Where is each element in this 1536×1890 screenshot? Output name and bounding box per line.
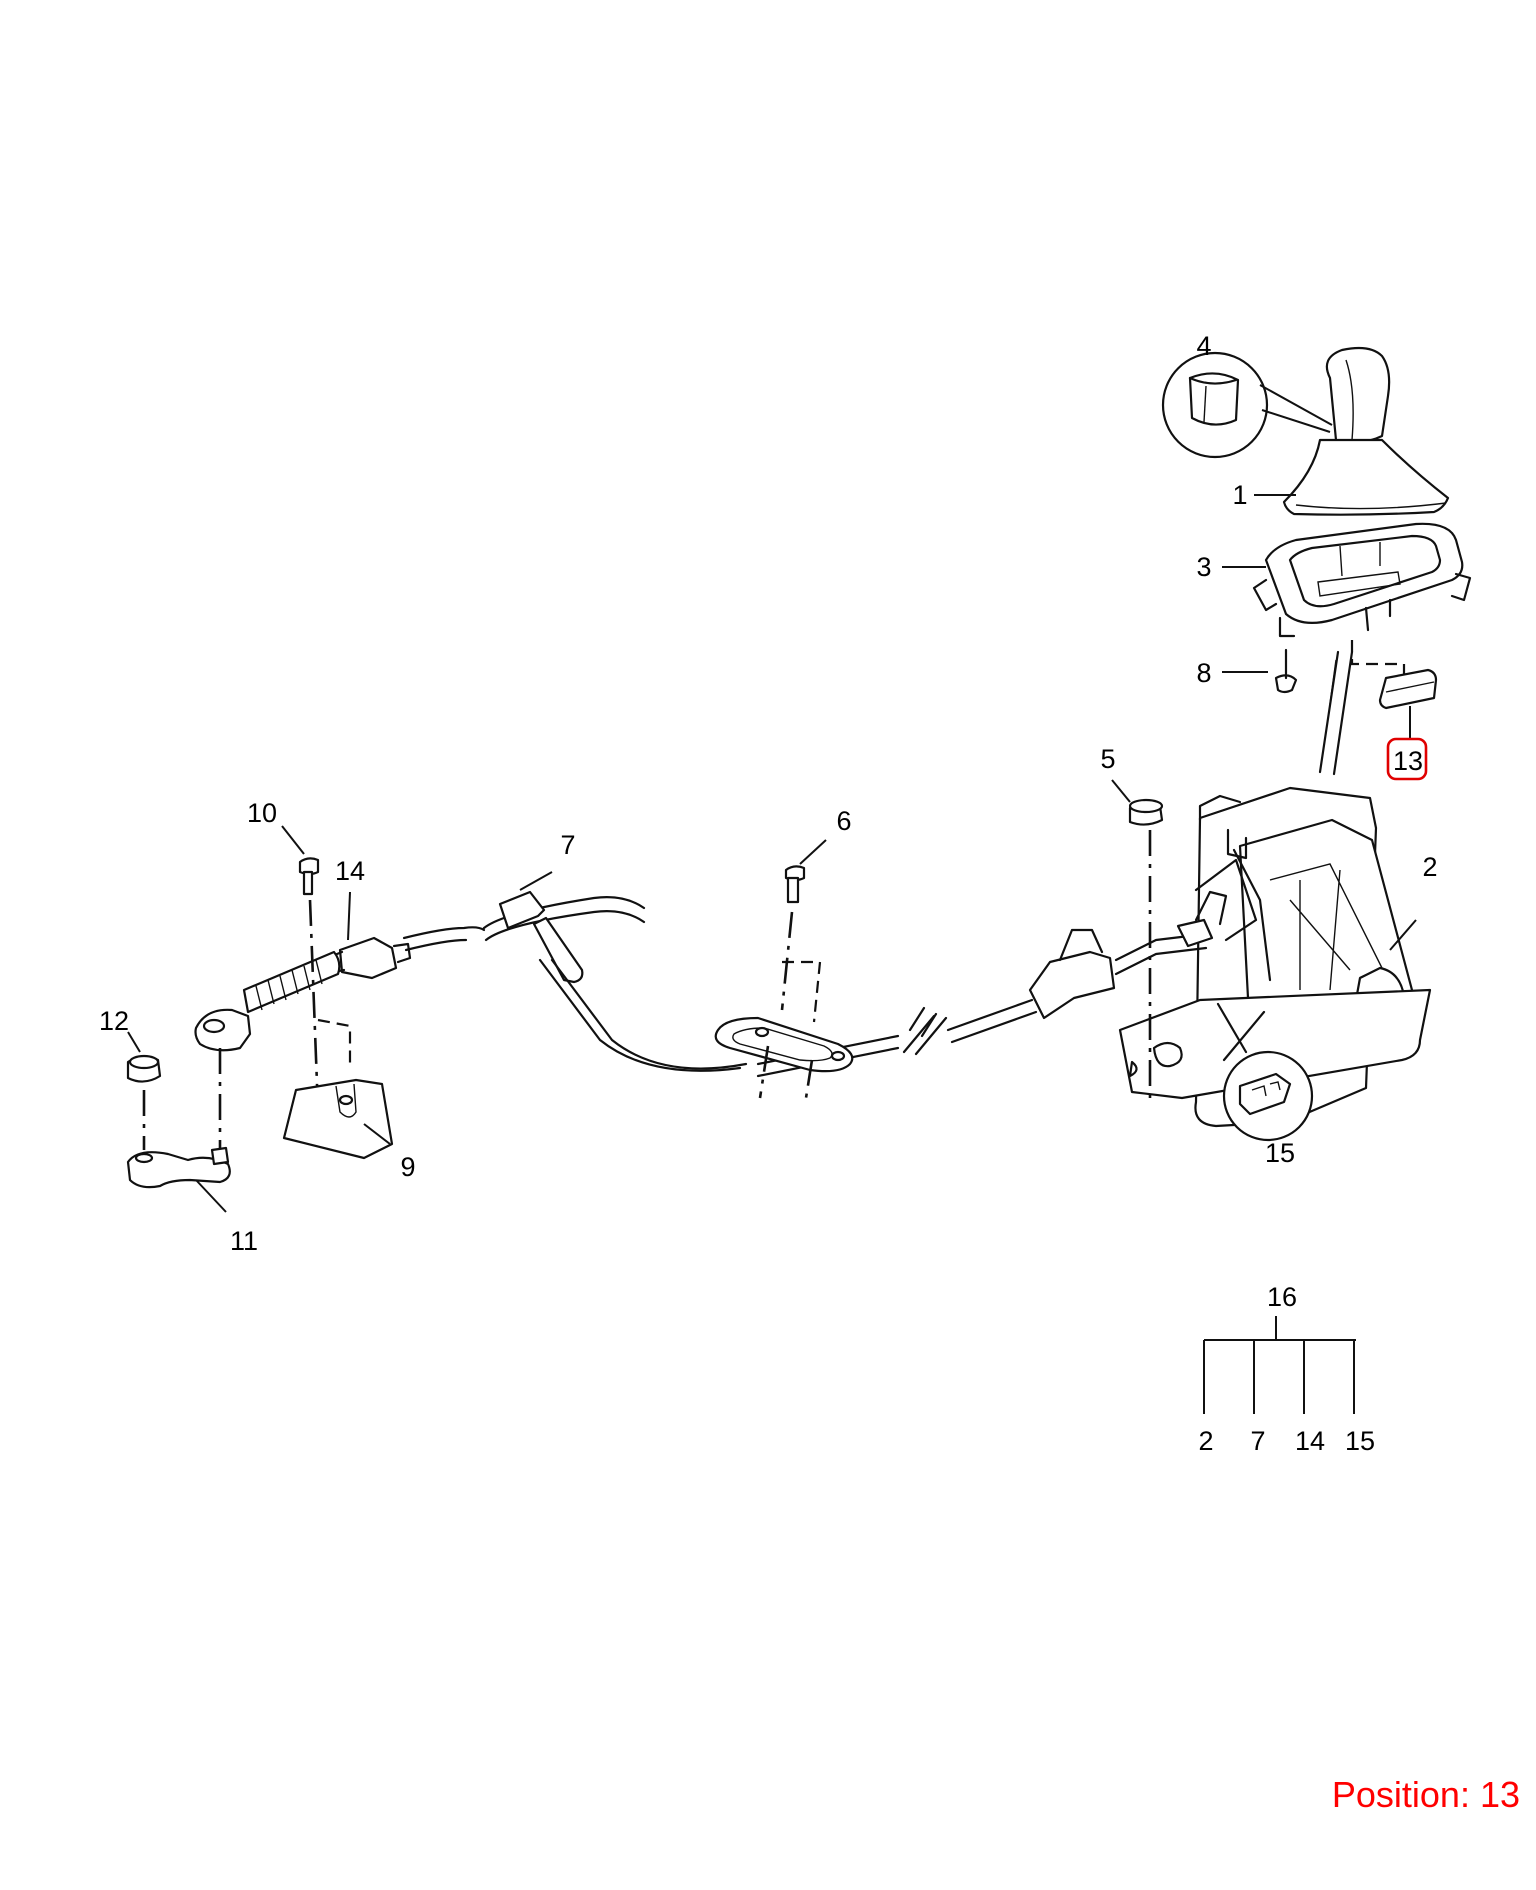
part-9-bracket (282, 1078, 394, 1160)
part-10-bolt (281, 825, 352, 1111)
part-1-knob-boot (1254, 346, 1450, 516)
kit-tree (1203, 1316, 1356, 1414)
callout-14[interactable]: 14 (335, 856, 365, 886)
part-7-cable (402, 871, 1228, 1078)
callout-2[interactable]: 2 (1422, 852, 1437, 882)
callout-1[interactable]: 1 (1232, 480, 1247, 510)
callout-15[interactable]: 15 (1265, 1138, 1295, 1168)
callout-9[interactable]: 9 (400, 1152, 415, 1182)
part-4-detail (1161, 351, 1333, 459)
callout-10[interactable]: 10 (247, 798, 277, 828)
part-11-lever (126, 1146, 231, 1213)
callout-6[interactable]: 6 (836, 806, 851, 836)
callout-13[interactable]: 13 (1393, 746, 1423, 776)
part-14-adjuster (194, 891, 412, 1052)
part-6-bolt (780, 839, 827, 1023)
part-15-detail (1216, 1002, 1314, 1142)
callout-8[interactable]: 8 (1196, 658, 1211, 688)
callout-12[interactable]: 12 (99, 1006, 129, 1036)
kit-child-14[interactable]: 14 (1295, 1426, 1325, 1456)
cable-break-mark (908, 1006, 938, 1038)
part-8-screw (1222, 648, 1298, 694)
part-3-bezel (1222, 522, 1472, 638)
kit-child-7[interactable]: 7 (1250, 1426, 1265, 1456)
part-5-nut (1111, 779, 1164, 1100)
callout-4[interactable]: 4 (1196, 331, 1211, 361)
part-12-nut (126, 1031, 222, 1158)
grommet-plate (714, 1016, 854, 1099)
kit-child-15[interactable]: 15 (1345, 1426, 1375, 1456)
callout-3[interactable]: 3 (1196, 552, 1211, 582)
callout-16[interactable]: 16 (1267, 1282, 1297, 1312)
part-13-switch (1350, 640, 1438, 740)
part-13-highlight (1386, 737, 1428, 781)
kit-child-2[interactable]: 2 (1198, 1426, 1213, 1456)
callout-7[interactable]: 7 (560, 830, 575, 860)
position-caption: Position: 13 (1331, 1774, 1520, 1815)
callout-11[interactable]: 11 (230, 1226, 258, 1256)
callout-5[interactable]: 5 (1100, 744, 1115, 774)
